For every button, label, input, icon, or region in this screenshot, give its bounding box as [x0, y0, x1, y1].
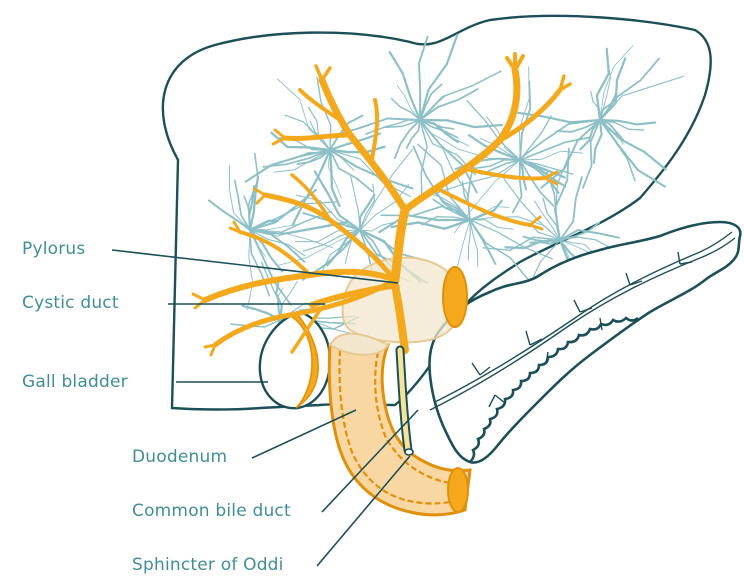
- label-sphincter-of-oddi: Sphincter of Oddi: [132, 555, 284, 575]
- sphincter-of-oddi: [405, 449, 413, 455]
- label-duodenum: Duodenum: [132, 447, 227, 467]
- label-cystic-duct: Cystic duct: [22, 293, 119, 313]
- label-common-bile-duct: Common bile duct: [132, 501, 291, 521]
- label-pylorus: Pylorus: [22, 239, 85, 259]
- label-gall-bladder: Gall bladder: [22, 372, 128, 392]
